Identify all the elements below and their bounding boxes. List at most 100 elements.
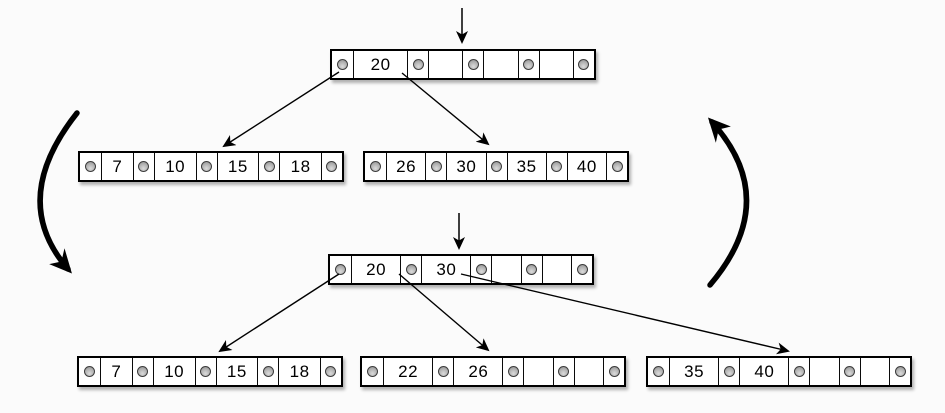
- key-cell: 40: [566, 153, 606, 180]
- pointer-dot-icon: [430, 161, 442, 172]
- pointer-slot: [400, 256, 421, 283]
- key-cell: 35: [669, 358, 718, 385]
- pointer-slot: [365, 153, 386, 180]
- pointer-slot: [552, 358, 574, 385]
- child-link-arrow-after-0: [218, 273, 340, 353]
- after-child-node-0: 7 10 15 18: [77, 356, 343, 387]
- pointer-dot-icon: [437, 366, 449, 377]
- pointer-dot-icon: [551, 161, 563, 172]
- pointer-dot-icon: [723, 366, 735, 377]
- key-cell: [538, 51, 573, 78]
- after-root-node: 20 30: [328, 254, 594, 285]
- pointer-dot-icon: [367, 366, 378, 377]
- key-cell: 15: [215, 358, 258, 385]
- key-cell: [541, 256, 571, 283]
- pointer-dot-icon: [201, 161, 213, 172]
- pointer-slot: [362, 358, 383, 385]
- before-child-node-1: 26 30 35 40: [363, 151, 629, 182]
- pointer-dot-icon: [138, 161, 150, 172]
- key-cell: [483, 51, 517, 78]
- pointer-slot: [194, 358, 216, 385]
- key-cell: 10: [152, 358, 195, 385]
- before-root-node: 20: [330, 49, 596, 80]
- key-cell: 26: [453, 358, 502, 385]
- pointer-slot: [407, 51, 428, 78]
- pointer-slot: [470, 256, 491, 283]
- pointer-dot-icon: [467, 59, 479, 70]
- key-cell: 22: [383, 358, 432, 385]
- pointer-slot: [520, 256, 542, 283]
- pointer-dot-icon: [325, 366, 337, 377]
- pointer-dot-icon: [137, 366, 149, 377]
- child-link-arrow-after-2: [460, 273, 790, 355]
- pointer-dot-icon: [578, 59, 590, 70]
- pointer-slot: [432, 358, 453, 385]
- pointer-dot-icon: [85, 161, 96, 172]
- pointer-dot-icon: [558, 366, 570, 377]
- pointer-dot-icon: [608, 366, 620, 377]
- key-cell: 10: [153, 153, 196, 180]
- key-cell: 26: [386, 153, 425, 180]
- key-cell: 35: [506, 153, 546, 180]
- pointer-slot: [462, 51, 483, 78]
- pointer-dot-icon: [793, 366, 805, 377]
- pointer-slot: [606, 153, 627, 180]
- pointer-slot: [425, 153, 446, 180]
- pointer-dot-icon: [412, 59, 424, 70]
- pointer-slot: [545, 153, 567, 180]
- pointer-slot: [319, 358, 341, 385]
- pointer-slot: [788, 358, 809, 385]
- key-cell: 20: [353, 51, 407, 78]
- key-cell: 20: [351, 256, 400, 283]
- pointer-slot: [572, 51, 594, 78]
- pointer-slot: [571, 256, 592, 283]
- pointer-slot: [502, 358, 523, 385]
- key-cell: [573, 358, 603, 385]
- pointer-dot-icon: [576, 264, 588, 275]
- key-cell: 18: [278, 358, 320, 385]
- pointer-dot-icon: [491, 161, 502, 172]
- pointer-slot: [195, 153, 217, 180]
- pointer-slot: [258, 153, 279, 180]
- pointer-dot-icon: [262, 366, 274, 377]
- pointer-dot-icon: [653, 366, 664, 377]
- key-cell: [809, 358, 838, 385]
- pointer-dot-icon: [405, 264, 417, 275]
- pointer-slot: [80, 153, 101, 180]
- pointer-slot: [79, 358, 100, 385]
- pointer-dot-icon: [526, 264, 538, 275]
- key-cell: 7: [101, 153, 133, 180]
- pointer-slot: [132, 153, 154, 180]
- child-link-arrow-before-0: [222, 71, 340, 148]
- key-cell: [523, 358, 552, 385]
- pointer-dot-icon: [335, 264, 346, 275]
- key-cell: 30: [421, 256, 470, 283]
- before-child-node-0: 7 10 15 18: [78, 151, 344, 182]
- child-link-arrow-before-1: [401, 72, 490, 146]
- key-cell: 15: [216, 153, 259, 180]
- pointer-dot-icon: [84, 366, 95, 377]
- pointer-slot: [889, 358, 910, 385]
- after-child-node-1: 22 26: [360, 356, 626, 387]
- key-cell: [491, 256, 520, 283]
- pointer-slot: [603, 358, 624, 385]
- key-cell: 40: [739, 358, 788, 385]
- pointer-slot: [320, 153, 342, 180]
- pointer-dot-icon: [894, 366, 906, 377]
- pointer-dot-icon: [611, 161, 623, 172]
- pointer-dot-icon: [475, 264, 487, 275]
- key-cell: [428, 51, 462, 78]
- pointer-slot: [485, 153, 507, 180]
- pointer-slot: [517, 51, 539, 78]
- after-child-node-2: 35 40: [646, 356, 912, 387]
- pointer-dot-icon: [507, 366, 519, 377]
- pointer-dot-icon: [844, 366, 856, 377]
- pointer-dot-icon: [263, 161, 275, 172]
- pointer-dot-icon: [523, 59, 535, 70]
- key-cell: 7: [100, 358, 132, 385]
- pointer-slot: [838, 358, 860, 385]
- pointer-slot: [648, 358, 669, 385]
- pointer-slot: [257, 358, 278, 385]
- pointer-slot: [718, 358, 739, 385]
